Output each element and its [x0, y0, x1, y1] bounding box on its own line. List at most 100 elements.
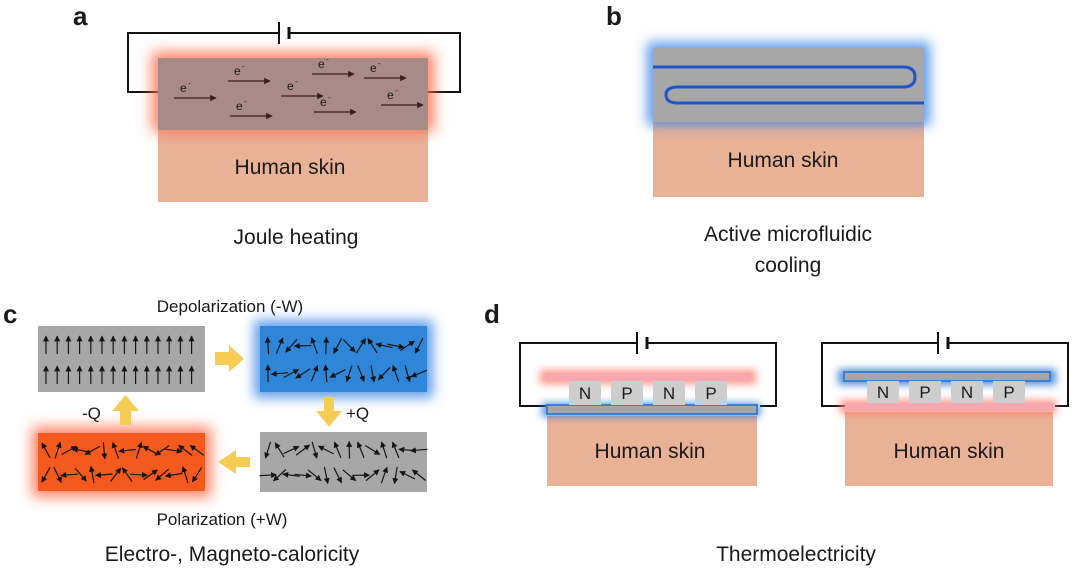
electron-label: e	[180, 81, 187, 95]
dipole-arrow	[342, 469, 357, 482]
dipole-arrow	[41, 467, 51, 483]
dipole-arrow	[282, 471, 300, 478]
dipole-arrow	[311, 441, 319, 459]
leg-1: N	[569, 381, 601, 405]
battery-icon	[937, 332, 950, 354]
dipole-arrow	[165, 447, 183, 454]
panel-c-caption: Electro-, Magneto-caloricity	[105, 543, 360, 566]
dipole-arrow	[178, 444, 193, 456]
electron-charge: -	[326, 55, 329, 64]
electron-charge: -	[244, 97, 247, 106]
dipole-arrow	[317, 445, 334, 455]
electron-label: e	[320, 95, 327, 109]
dipole-arrow	[259, 472, 278, 479]
dipole-arrow	[357, 365, 365, 382]
skin-label: Human skin	[894, 440, 1005, 463]
dipole-arrow	[307, 469, 322, 482]
panel-b: b Human skin Active microfluidic cooling	[606, 1, 930, 277]
dipole-arrow	[392, 466, 399, 485]
electron-label: e	[287, 79, 294, 93]
dipole-arrow	[95, 472, 113, 479]
dipole-arrow	[121, 467, 133, 483]
panel-b-caption-line2: cooling	[755, 254, 822, 277]
dipole-arrow	[274, 442, 285, 458]
dipole-arrow	[110, 467, 122, 482]
dipole-arrow	[356, 441, 365, 459]
panel-b-caption: Active microfluidic	[704, 223, 872, 246]
dipole-arrow	[272, 469, 287, 482]
electron-charge: -	[242, 62, 245, 71]
dipole-arrow	[380, 466, 389, 484]
electron-charge: -	[188, 79, 191, 88]
dipole-arrow	[54, 441, 62, 459]
leg-label: P	[705, 384, 716, 403]
dipole-arrow	[111, 441, 120, 459]
dipole-arrow	[364, 444, 381, 456]
dipole-arrow	[285, 339, 298, 353]
electron-charge: -	[378, 59, 381, 68]
dipole-arrows	[41, 335, 428, 485]
skin-label: Human skin	[235, 156, 346, 179]
electron-flow: e-e-e-e-e-e-e-e-	[174, 55, 424, 120]
electron-label: e	[370, 61, 377, 75]
dipole-arrow	[270, 370, 289, 377]
dipole-arrow	[370, 365, 377, 383]
dipole-arrow	[333, 338, 343, 354]
skin-label: Human skin	[728, 149, 839, 172]
panel-c-label: c	[3, 299, 17, 329]
cycle-arrow-down	[316, 397, 342, 427]
dipole-arrow	[375, 342, 393, 349]
circuit-wire	[519, 342, 777, 407]
electron-charge: -	[328, 93, 331, 102]
electron-charge: -	[395, 86, 398, 95]
dipole-arrow	[164, 472, 183, 479]
top-plate-cold	[843, 371, 1051, 382]
thermoelectric-device-cooling: N P N P Human skin	[821, 332, 1069, 486]
leg-2: P	[909, 381, 941, 403]
dipole-arrow	[411, 469, 426, 481]
dipole-arrow	[88, 465, 95, 484]
dipole-arrow	[294, 472, 312, 479]
dipole-arrow	[345, 365, 353, 383]
cycle-arrow-up	[112, 395, 139, 425]
heat-absorb-label: +Q	[346, 404, 369, 423]
electron-label: e	[387, 88, 394, 102]
cycle-arrows	[112, 345, 342, 474]
dipole-arrow	[333, 441, 342, 459]
polarization-label: Polarization (+W)	[157, 510, 288, 529]
heat-release-label: -Q	[82, 404, 101, 423]
cycle-arrow-left	[218, 450, 250, 474]
bottom-plate-cold	[546, 404, 758, 415]
leg-3: N	[653, 381, 685, 405]
skin-layer	[158, 124, 428, 202]
dipole-arrow	[310, 337, 318, 355]
dipole-arrow	[191, 467, 203, 483]
dipole-arrow	[283, 368, 300, 379]
dipole-arrow	[377, 366, 391, 381]
leg-4: P	[695, 381, 727, 405]
dipole-arrow	[155, 468, 169, 481]
panel-c: c Depolarization (-W) Polarization (+W) …	[3, 297, 433, 566]
dipole-arrow	[135, 441, 143, 459]
dipole-arrow	[41, 442, 51, 459]
electron-charge: -	[295, 77, 298, 86]
dipole-arrow	[322, 364, 329, 383]
dipole-arrow	[323, 336, 330, 355]
dipole-arrow	[84, 445, 101, 456]
leg-label: N	[579, 384, 591, 403]
dipole-arrow	[74, 468, 87, 482]
dipole-arrow	[53, 466, 62, 483]
dipole-arrow	[391, 364, 400, 382]
random-hot-block	[38, 433, 205, 491]
dipole-arrow	[118, 447, 136, 454]
skin-label: Human skin	[595, 440, 706, 463]
dipole-arrow	[404, 365, 412, 383]
leg-label: P	[919, 383, 930, 402]
leg-4: P	[993, 381, 1025, 403]
dipole-arrow	[409, 447, 428, 454]
dipole-arrow	[310, 365, 319, 382]
leg-label: N	[877, 383, 889, 402]
leg-label: N	[961, 383, 973, 402]
cycle-arrow-right	[215, 345, 244, 372]
depolarization-label: Depolarization (-W)	[157, 297, 303, 316]
